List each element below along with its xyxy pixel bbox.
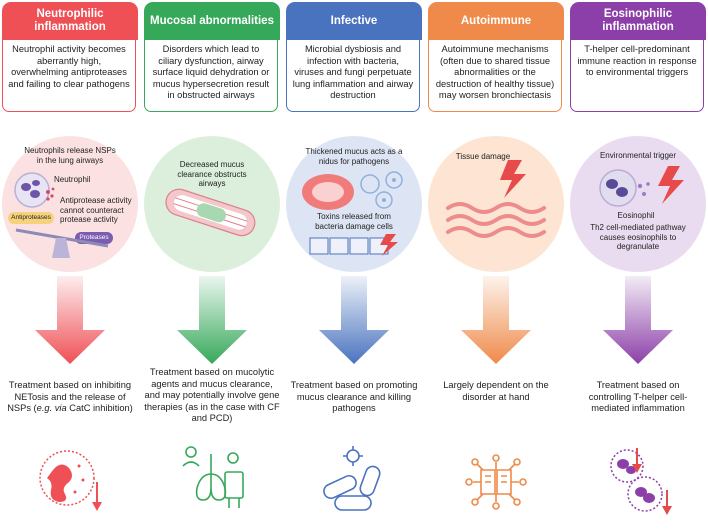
header-infective: Infective — [286, 2, 422, 40]
description-eosinophilic: T-helper cell-predominant immune reactio… — [570, 40, 704, 112]
header-eosinophilic: Eosinophilic inflammation — [570, 2, 706, 40]
damaged-tissue-icon — [446, 160, 546, 238]
neutrophil-icon — [35, 440, 105, 522]
description-neutrophilic: Neutrophil activity becomes aberrantly h… — [2, 40, 136, 112]
arrow-eosinophilic — [601, 276, 675, 364]
header-autoimmune: Autoimmune — [428, 2, 564, 40]
caption-eosinophil: Eosinophil — [617, 211, 655, 220]
caption-nsp-release: Neutrophils release NSPs in the lung air… — [24, 146, 116, 165]
treatment-infective: Treatment based on promoting mucus clear… — [290, 380, 418, 414]
illustration-circle-eosinophilic — [570, 136, 706, 272]
arrow-autoimmune — [459, 276, 533, 364]
antiproteases-label: Antiproteases — [8, 212, 54, 224]
caption-antiprotease-activity: Antiprotease activity cannot counteract … — [60, 196, 132, 224]
arrow-mucosal — [175, 276, 249, 364]
column-mucosal: Mucosal abnormalities Disorders which le… — [144, 0, 280, 529]
caption-th2-pathway: Th2 cell-mediated pathway causes eosinop… — [590, 223, 686, 251]
obstructed-airway-icon — [165, 188, 256, 237]
pills-microbes-icon — [319, 440, 389, 522]
treatment-neutrophilic: Treatment based on inhibiting NETosis an… — [7, 380, 133, 414]
description-autoimmune: Autoimmune mechanisms (often due to shar… — [428, 40, 562, 112]
damaged-cells-icon — [309, 234, 398, 256]
caption-toxins: Toxins released from bacteria damage cel… — [315, 212, 393, 231]
column-autoimmune: Autoimmune Autoimmune mechanisms (often … — [428, 0, 564, 529]
column-neutrophilic: Neutrophilic inflammation Neutrophil act… — [2, 0, 138, 529]
lungs-therapy-icon — [177, 440, 247, 522]
treatment-mucosal: Treatment based on mucolytic agents and … — [144, 367, 280, 424]
neutrophil-cell-icon — [14, 172, 55, 208]
arrow-infective — [317, 276, 391, 364]
eosinophil-icon — [603, 440, 673, 522]
eosinophil-cell-icon — [599, 166, 684, 207]
caption-thickened-mucus: Thickened mucus acts as a nidus for path… — [305, 147, 403, 166]
caption-environmental-trigger: Environmental trigger — [599, 151, 677, 160]
caption-neutrophil: Neutrophil — [54, 175, 91, 184]
pathogens-airway-icon — [302, 171, 403, 210]
header-neutrophilic: Neutrophilic inflammation — [2, 2, 138, 40]
column-eosinophilic: Eosinophilic inflammation T-helper cell-… — [570, 0, 706, 529]
description-mucosal: Disorders which lead to ciliary dysfunct… — [144, 40, 278, 112]
caption-mucus-clearance: Decreased mucus clearance obstructs airw… — [177, 160, 247, 188]
treatment-autoimmune: Largely dependent on the disorder at han… — [443, 380, 549, 402]
illustration-circle-autoimmune — [428, 136, 564, 272]
book-network-icon — [461, 440, 531, 522]
treatment-eosinophilic: Treatment based on controlling T-helper … — [588, 380, 688, 414]
caption-tissue-damage: Tissue damage — [455, 152, 511, 161]
column-infective: Infective Microbial dysbiosis and infect… — [286, 0, 422, 529]
header-mucosal: Mucosal abnormalities — [144, 2, 280, 40]
description-infective: Microbial dysbiosis and infection with b… — [286, 40, 420, 112]
seesaw-icon — [15, 228, 109, 258]
arrow-neutrophilic — [33, 276, 107, 364]
